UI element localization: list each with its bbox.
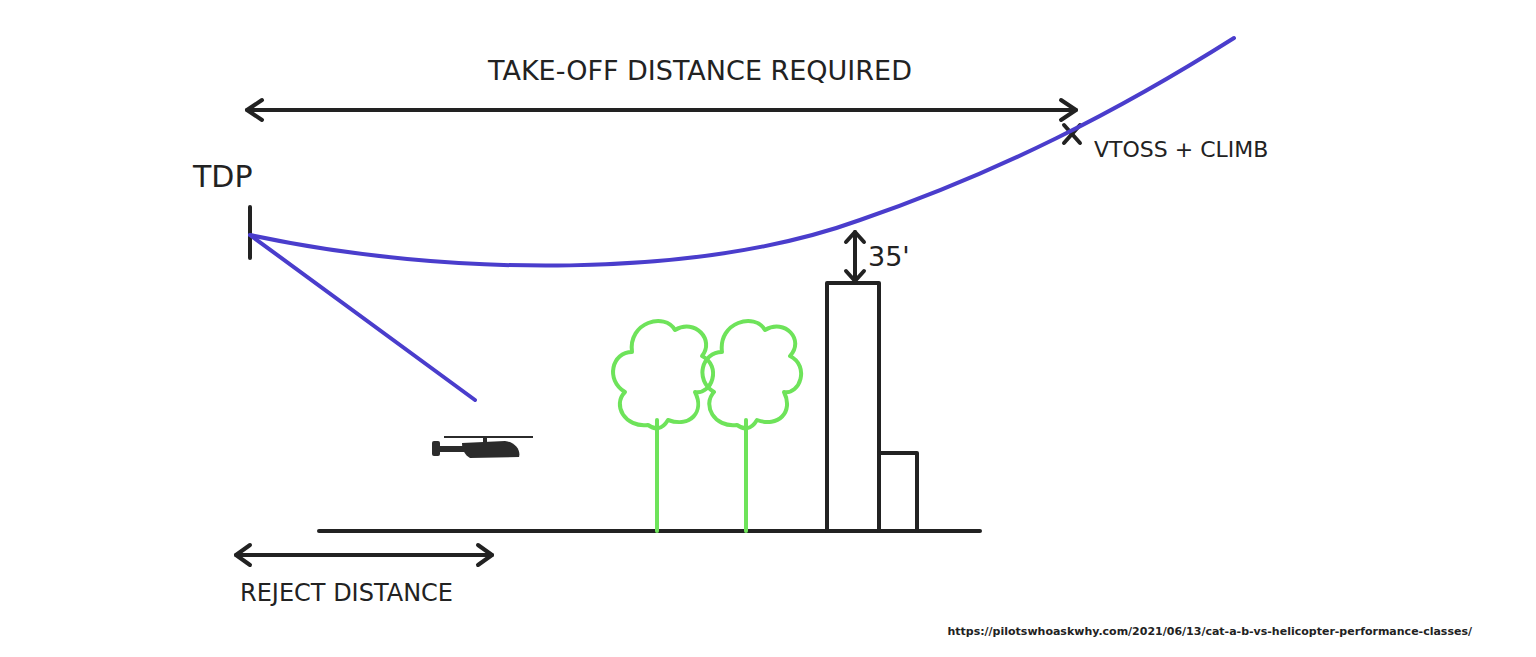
tree-crown	[702, 321, 801, 428]
arrowhead	[478, 545, 492, 565]
source-url: https://pilotswhoaskwhy.com/2021/06/13/c…	[947, 626, 1472, 638]
arrowhead	[846, 232, 864, 242]
arrowhead	[846, 271, 864, 281]
arrowhead	[236, 545, 250, 565]
clearance-arrow	[853, 232, 857, 281]
dimension-label: REJECT DISTANCE	[240, 580, 453, 606]
reject-arrow	[236, 553, 492, 557]
tree-trunk	[744, 420, 748, 531]
tree-crown	[613, 321, 713, 428]
low-building	[879, 453, 917, 531]
speed-label: VTOSS + CLIMB	[1094, 138, 1268, 162]
point-label: TDP	[193, 160, 253, 193]
helicopter	[432, 437, 533, 458]
dimension-label: 35'	[868, 242, 910, 272]
dimension-label: TAKE-OFF DISTANCE REQUIRED	[488, 56, 912, 86]
distance-arrow	[247, 108, 1076, 112]
tree-trunk	[655, 420, 659, 531]
arrowhead	[247, 100, 262, 120]
tall-building	[827, 283, 879, 531]
flight-path	[250, 38, 1234, 266]
arrowhead	[1061, 100, 1076, 120]
tdp-marker	[248, 207, 252, 258]
reject-path	[250, 235, 475, 400]
